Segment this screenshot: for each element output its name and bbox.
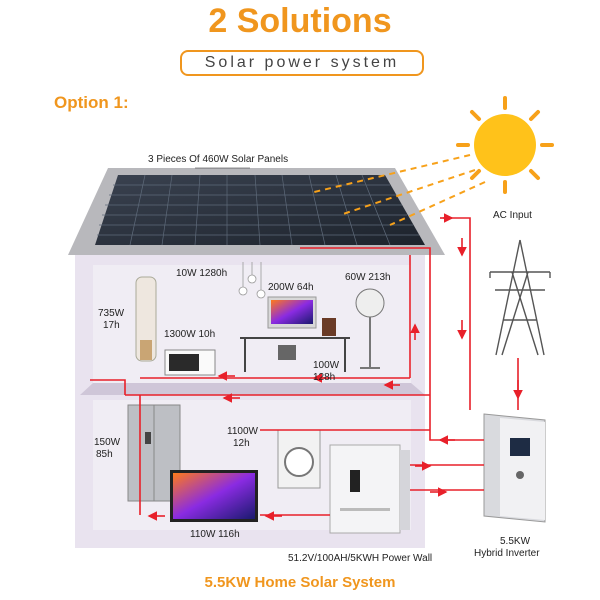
footer-caption: 5.5KW Home Solar System (204, 574, 396, 591)
computer-desk (240, 296, 350, 372)
fan-label: 60W 213h (345, 272, 391, 283)
subtitle-badge: Solar power system (180, 50, 424, 76)
fridge-label-hours: 85h (96, 449, 113, 460)
light-label: 10W 1280h (176, 268, 228, 279)
tv-label: 110W 116h (190, 529, 240, 540)
television (170, 470, 258, 522)
pendant-lights (238, 262, 266, 299)
main-title: 2 Solutions (208, 2, 392, 40)
power-wall (329, 444, 410, 534)
sun (309, 96, 554, 226)
inverter-label-name: Hybrid Inverter (474, 548, 540, 559)
standing-fan (355, 288, 385, 369)
speaker-label-hours: 128h (313, 372, 336, 383)
washer-label-hours: 12h (233, 438, 250, 449)
microwave-label: 1300W 10h (164, 329, 216, 340)
solar-panels (68, 167, 445, 255)
ac-input-label: AC Input (493, 210, 532, 221)
option-label: Option 1: (54, 93, 129, 112)
panels-label: 3 Pieces Of 460W Solar Panels (148, 154, 289, 165)
computer-label: 200W 64h (268, 282, 314, 293)
fridge-label-power: 150W (94, 437, 121, 448)
ac-unit-label-hours: 17h (103, 320, 120, 331)
powerwall-label: 51.2V/100AH/5KWH Power Wall (288, 553, 433, 564)
inverter-label-power: 5.5KW (500, 536, 531, 547)
ac-unit-label-power: 735W (98, 308, 125, 319)
washing-machine (277, 429, 321, 489)
speaker-label-power: 100W (313, 360, 340, 371)
flow-arrows (147, 213, 523, 521)
microwave (164, 349, 216, 376)
washer-label-power: 1100W (227, 426, 258, 437)
power-pylon (489, 239, 551, 356)
tower-ac (135, 276, 157, 362)
hybrid-inverter (483, 413, 546, 523)
